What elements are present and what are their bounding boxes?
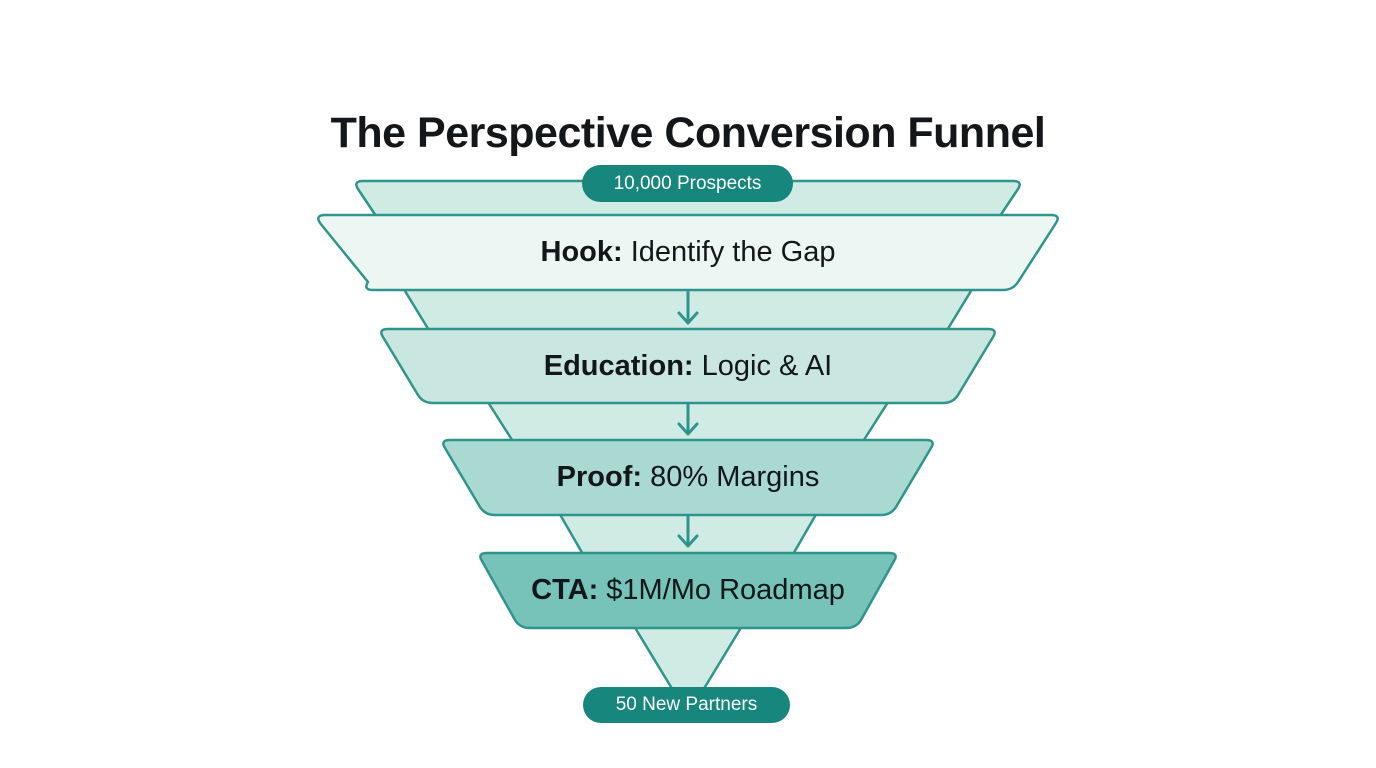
page-title: The Perspective Conversion Funnel <box>330 108 1046 157</box>
tier-proof-label: Proof: 80% Margins <box>0 440 1376 515</box>
down-arrow-icon <box>677 402 699 436</box>
top-badge: 10,000 Prospects <box>582 165 793 202</box>
bottom-badge-label: 50 New Partners <box>615 694 758 715</box>
tier-label-prefix: CTA: <box>531 574 599 606</box>
tier-hook-label: Hook: Identify the Gap <box>0 215 1376 290</box>
down-arrow-icon <box>677 290 699 325</box>
bottom-badge: 50 New Partners <box>583 687 790 723</box>
top-badge-label: 10,000 Prospects <box>613 173 762 194</box>
tier-cta-shape <box>479 551 897 630</box>
tier-label-rest: 80% Margins <box>650 461 820 493</box>
tier-label-rest: Identify the Gap <box>630 236 836 268</box>
tier-label-rest: Logic & AI <box>701 350 833 382</box>
tier-hook-shape <box>317 213 1059 292</box>
tier-cta-label: CTA: $1M/Mo Roadmap <box>0 553 1376 628</box>
tier-education-label: Education: Logic & AI <box>0 329 1376 403</box>
tier-label-rest: $1M/Mo Roadmap <box>606 574 845 606</box>
tier-label-prefix: Proof: <box>556 461 643 493</box>
tier-label-prefix: Education: <box>543 350 694 382</box>
tier-education-shape <box>380 327 996 405</box>
down-arrow-icon <box>677 514 699 548</box>
tier-label-prefix: Hook: <box>540 236 623 268</box>
tier-proof-shape <box>442 438 934 517</box>
